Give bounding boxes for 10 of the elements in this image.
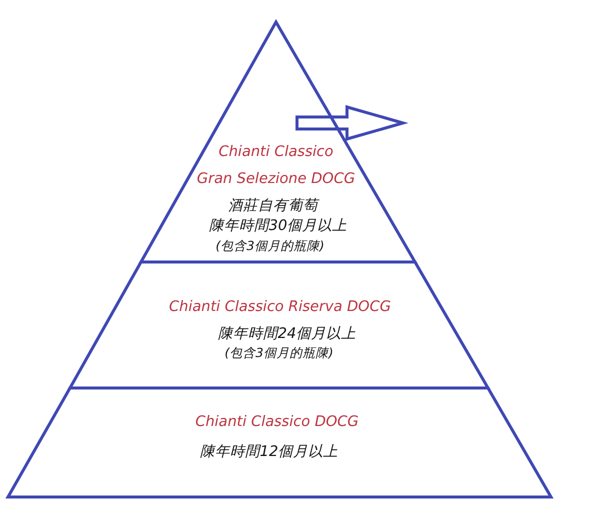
- tier-title: Chianti Classico Riserva DOCG: [169, 298, 391, 316]
- tier-description: 陳年時間30個月以上: [208, 216, 348, 236]
- tier-description: 陳年時間24個月以上: [218, 324, 356, 344]
- tier-note: (包含3個月的瓶陳): [224, 345, 334, 361]
- pyramid-base-tier: [4, 384, 555, 501]
- tier-description: 酒莊自有葡萄: [228, 196, 318, 216]
- tier-note: (包含3個月的瓶陳): [216, 238, 324, 254]
- tier-title: Chianti Classico Gran Selezione DOCG: [196, 143, 356, 189]
- tier-title: Chianti Classico DOCG: [195, 412, 359, 432]
- tier-description: 陳年時間12個月以上: [200, 442, 338, 462]
